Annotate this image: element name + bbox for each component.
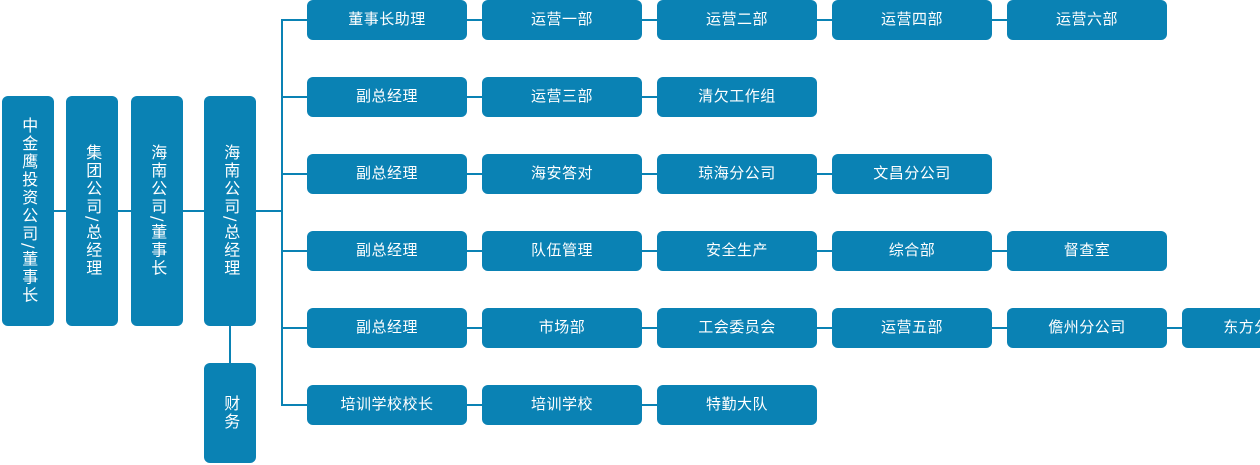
- branch-node-label: 副总经理: [355, 318, 418, 337]
- row-connector-3: [281, 173, 307, 175]
- branch-node-label: 副总经理: [355, 164, 418, 183]
- spine-node-1[interactable]: 中金鹰投资公司/董事长: [2, 96, 54, 326]
- spine-connector-2: [118, 210, 131, 212]
- branch-node-label: 培训学校校长: [340, 395, 434, 414]
- branch-node-label: 综合部: [888, 241, 936, 260]
- sibling-connector-3-2: [642, 173, 657, 175]
- row-connector-4: [281, 250, 307, 252]
- spine-node-3-label: 海南公司/董事长: [148, 144, 168, 278]
- branch-node-label: 工会委员会: [698, 318, 776, 337]
- sibling-connector-1-2: [642, 19, 657, 21]
- branch-node-label: 运营二部: [705, 10, 768, 29]
- row-connector-6: [281, 404, 307, 406]
- branch-node-row6-3[interactable]: 特勤大队: [657, 385, 817, 425]
- branch-node-label: 运营五部: [880, 318, 943, 337]
- row-connector-5: [281, 327, 307, 329]
- spine-node-1-label: 中金鹰投资公司/董事长: [19, 117, 39, 305]
- sibling-connector-2-2: [642, 96, 657, 98]
- branch-node-row6-2[interactable]: 培训学校: [482, 385, 642, 425]
- finance-node-label: 财务: [221, 395, 241, 431]
- branch-node-label: 副总经理: [355, 241, 418, 260]
- sibling-connector-5-2: [642, 327, 657, 329]
- branch-node-row5-6[interactable]: 东方分公司: [1182, 308, 1260, 348]
- branch-node-label: 安全生产: [705, 241, 768, 260]
- branch-node-label: 队伍管理: [530, 241, 593, 260]
- branch-node-row5-3[interactable]: 工会委员会: [657, 308, 817, 348]
- branch-node-label: 副总经理: [355, 87, 418, 106]
- branch-node-row2-1[interactable]: 副总经理: [307, 77, 467, 117]
- sibling-connector-4-3: [817, 250, 832, 252]
- branch-node-label: 市场部: [538, 318, 586, 337]
- finance-node[interactable]: 财务: [204, 363, 256, 463]
- trunk-stub: [256, 210, 283, 212]
- branch-node-label: 培训学校: [530, 395, 593, 414]
- branch-node-row4-1[interactable]: 副总经理: [307, 231, 467, 271]
- spine-node-2-label: 集团公司/总经理: [83, 144, 103, 278]
- branch-node-row4-5[interactable]: 督查室: [1007, 231, 1167, 271]
- branch-node-row5-4[interactable]: 运营五部: [832, 308, 992, 348]
- branch-node-label: 儋州分公司: [1048, 318, 1126, 337]
- branch-node-label: 运营四部: [880, 10, 943, 29]
- branch-trunk: [281, 20, 283, 405]
- branch-node-row4-2[interactable]: 队伍管理: [482, 231, 642, 271]
- branch-node-row6-1[interactable]: 培训学校校长: [307, 385, 467, 425]
- branch-node-label: 文昌分公司: [873, 164, 951, 183]
- branch-node-row2-2[interactable]: 运营三部: [482, 77, 642, 117]
- sibling-connector-3-1: [467, 173, 482, 175]
- branch-node-row3-4[interactable]: 文昌分公司: [832, 154, 992, 194]
- sibling-connector-4-2: [642, 250, 657, 252]
- branch-node-row1-3[interactable]: 运营二部: [657, 0, 817, 40]
- sibling-connector-2-1: [467, 96, 482, 98]
- row-connector-1: [281, 19, 307, 21]
- sibling-connector-3-3: [817, 173, 832, 175]
- branch-node-label: 运营三部: [530, 87, 593, 106]
- sibling-connector-5-3: [817, 327, 832, 329]
- branch-node-label: 特勤大队: [705, 395, 768, 414]
- branch-node-row1-1[interactable]: 董事长助理: [307, 0, 467, 40]
- branch-node-label: 运营六部: [1055, 10, 1118, 29]
- branch-node-row5-5[interactable]: 儋州分公司: [1007, 308, 1167, 348]
- branch-node-row3-3[interactable]: 琼海分公司: [657, 154, 817, 194]
- sibling-connector-1-4: [992, 19, 1007, 21]
- branch-node-row4-3[interactable]: 安全生产: [657, 231, 817, 271]
- branch-node-row1-2[interactable]: 运营一部: [482, 0, 642, 40]
- spine-node-4[interactable]: 海南公司/总经理: [204, 96, 256, 326]
- sibling-connector-6-1: [467, 404, 482, 406]
- branch-node-row2-3[interactable]: 清欠工作组: [657, 77, 817, 117]
- sibling-connector-4-1: [467, 250, 482, 252]
- branch-node-label: 督查室: [1063, 241, 1111, 260]
- branch-node-row3-1[interactable]: 副总经理: [307, 154, 467, 194]
- spine-node-4-label: 海南公司/总经理: [221, 144, 241, 278]
- spine-connector-3: [183, 210, 204, 212]
- branch-node-label: 东方分公司: [1223, 318, 1260, 337]
- sibling-connector-5-4: [992, 327, 1007, 329]
- branch-node-label: 董事长助理: [348, 10, 426, 29]
- spine-connector-1: [54, 210, 66, 212]
- branch-node-row1-5[interactable]: 运营六部: [1007, 0, 1167, 40]
- finance-connector: [229, 326, 231, 363]
- branch-node-row4-4[interactable]: 综合部: [832, 231, 992, 271]
- sibling-connector-1-3: [817, 19, 832, 21]
- branch-node-row5-1[interactable]: 副总经理: [307, 308, 467, 348]
- sibling-connector-4-4: [992, 250, 1007, 252]
- spine-node-2[interactable]: 集团公司/总经理: [66, 96, 118, 326]
- branch-node-label: 运营一部: [530, 10, 593, 29]
- branch-node-label: 清欠工作组: [698, 87, 776, 106]
- row-connector-2: [281, 96, 307, 98]
- branch-node-label: 琼海分公司: [698, 164, 776, 183]
- branch-node-row1-4[interactable]: 运营四部: [832, 0, 992, 40]
- branch-node-row3-2[interactable]: 海安答对: [482, 154, 642, 194]
- spine-node-3[interactable]: 海南公司/董事长: [131, 96, 183, 326]
- branch-node-label: 海安答对: [530, 164, 593, 183]
- sibling-connector-6-2: [642, 404, 657, 406]
- sibling-connector-1-1: [467, 19, 482, 21]
- sibling-connector-5-1: [467, 327, 482, 329]
- sibling-connector-5-5: [1167, 327, 1182, 329]
- branch-node-row5-2[interactable]: 市场部: [482, 308, 642, 348]
